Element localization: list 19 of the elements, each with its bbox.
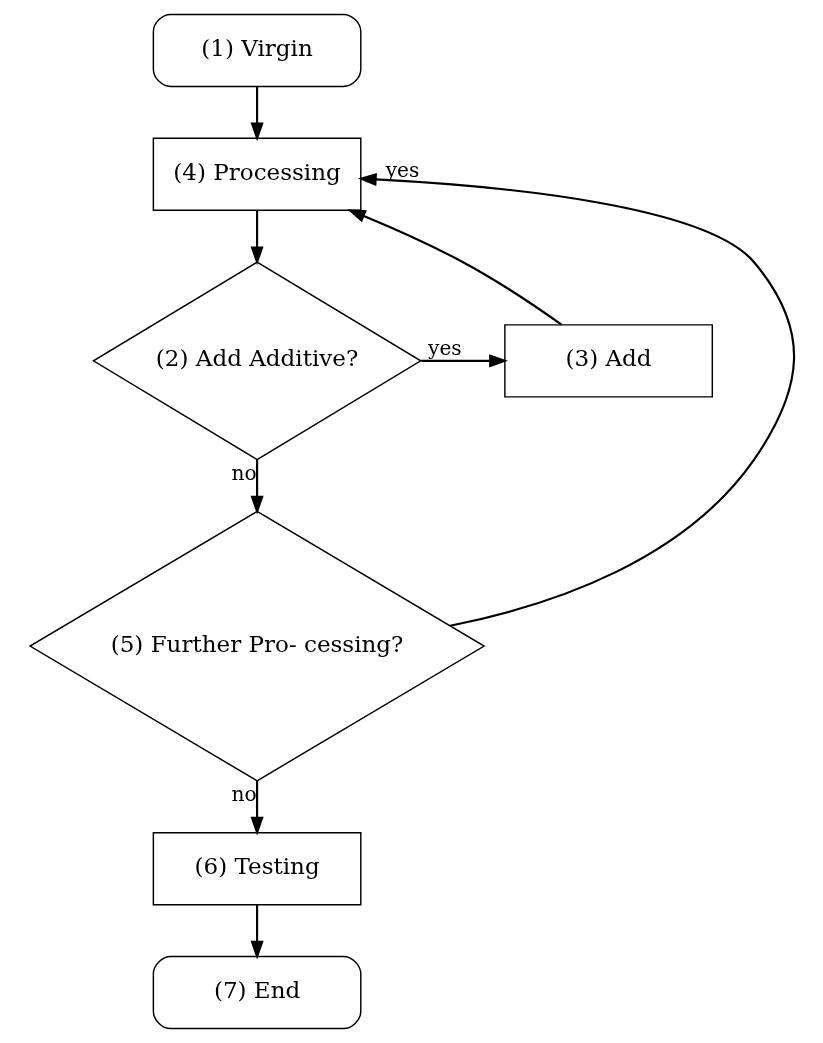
- arrow: [420, 354, 508, 368]
- arrow: [250, 781, 264, 836]
- arrow: [250, 210, 264, 266]
- node-box: (6) Testing: [152, 831, 362, 906]
- edge-label: no: [231, 461, 257, 486]
- edge-label: yes: [427, 336, 462, 361]
- arrow: [250, 459, 264, 515]
- edge-label: yes: [385, 157, 419, 182]
- node-box: (1) Virgin: [152, 13, 362, 88]
- arrow: [346, 209, 562, 326]
- node-box: (4) Processing: [152, 137, 362, 212]
- node-box: (7) End: [152, 955, 362, 1030]
- node-diamond: (5) Further Pro- cessing?: [28, 510, 486, 782]
- node-diamond: (2) Add Additive?: [91, 261, 422, 461]
- arrow: [250, 86, 264, 142]
- arrow: [357, 172, 795, 627]
- arrow: [250, 905, 264, 960]
- node-box: (3) Add: [503, 324, 713, 398]
- edge-label: no: [231, 782, 257, 807]
